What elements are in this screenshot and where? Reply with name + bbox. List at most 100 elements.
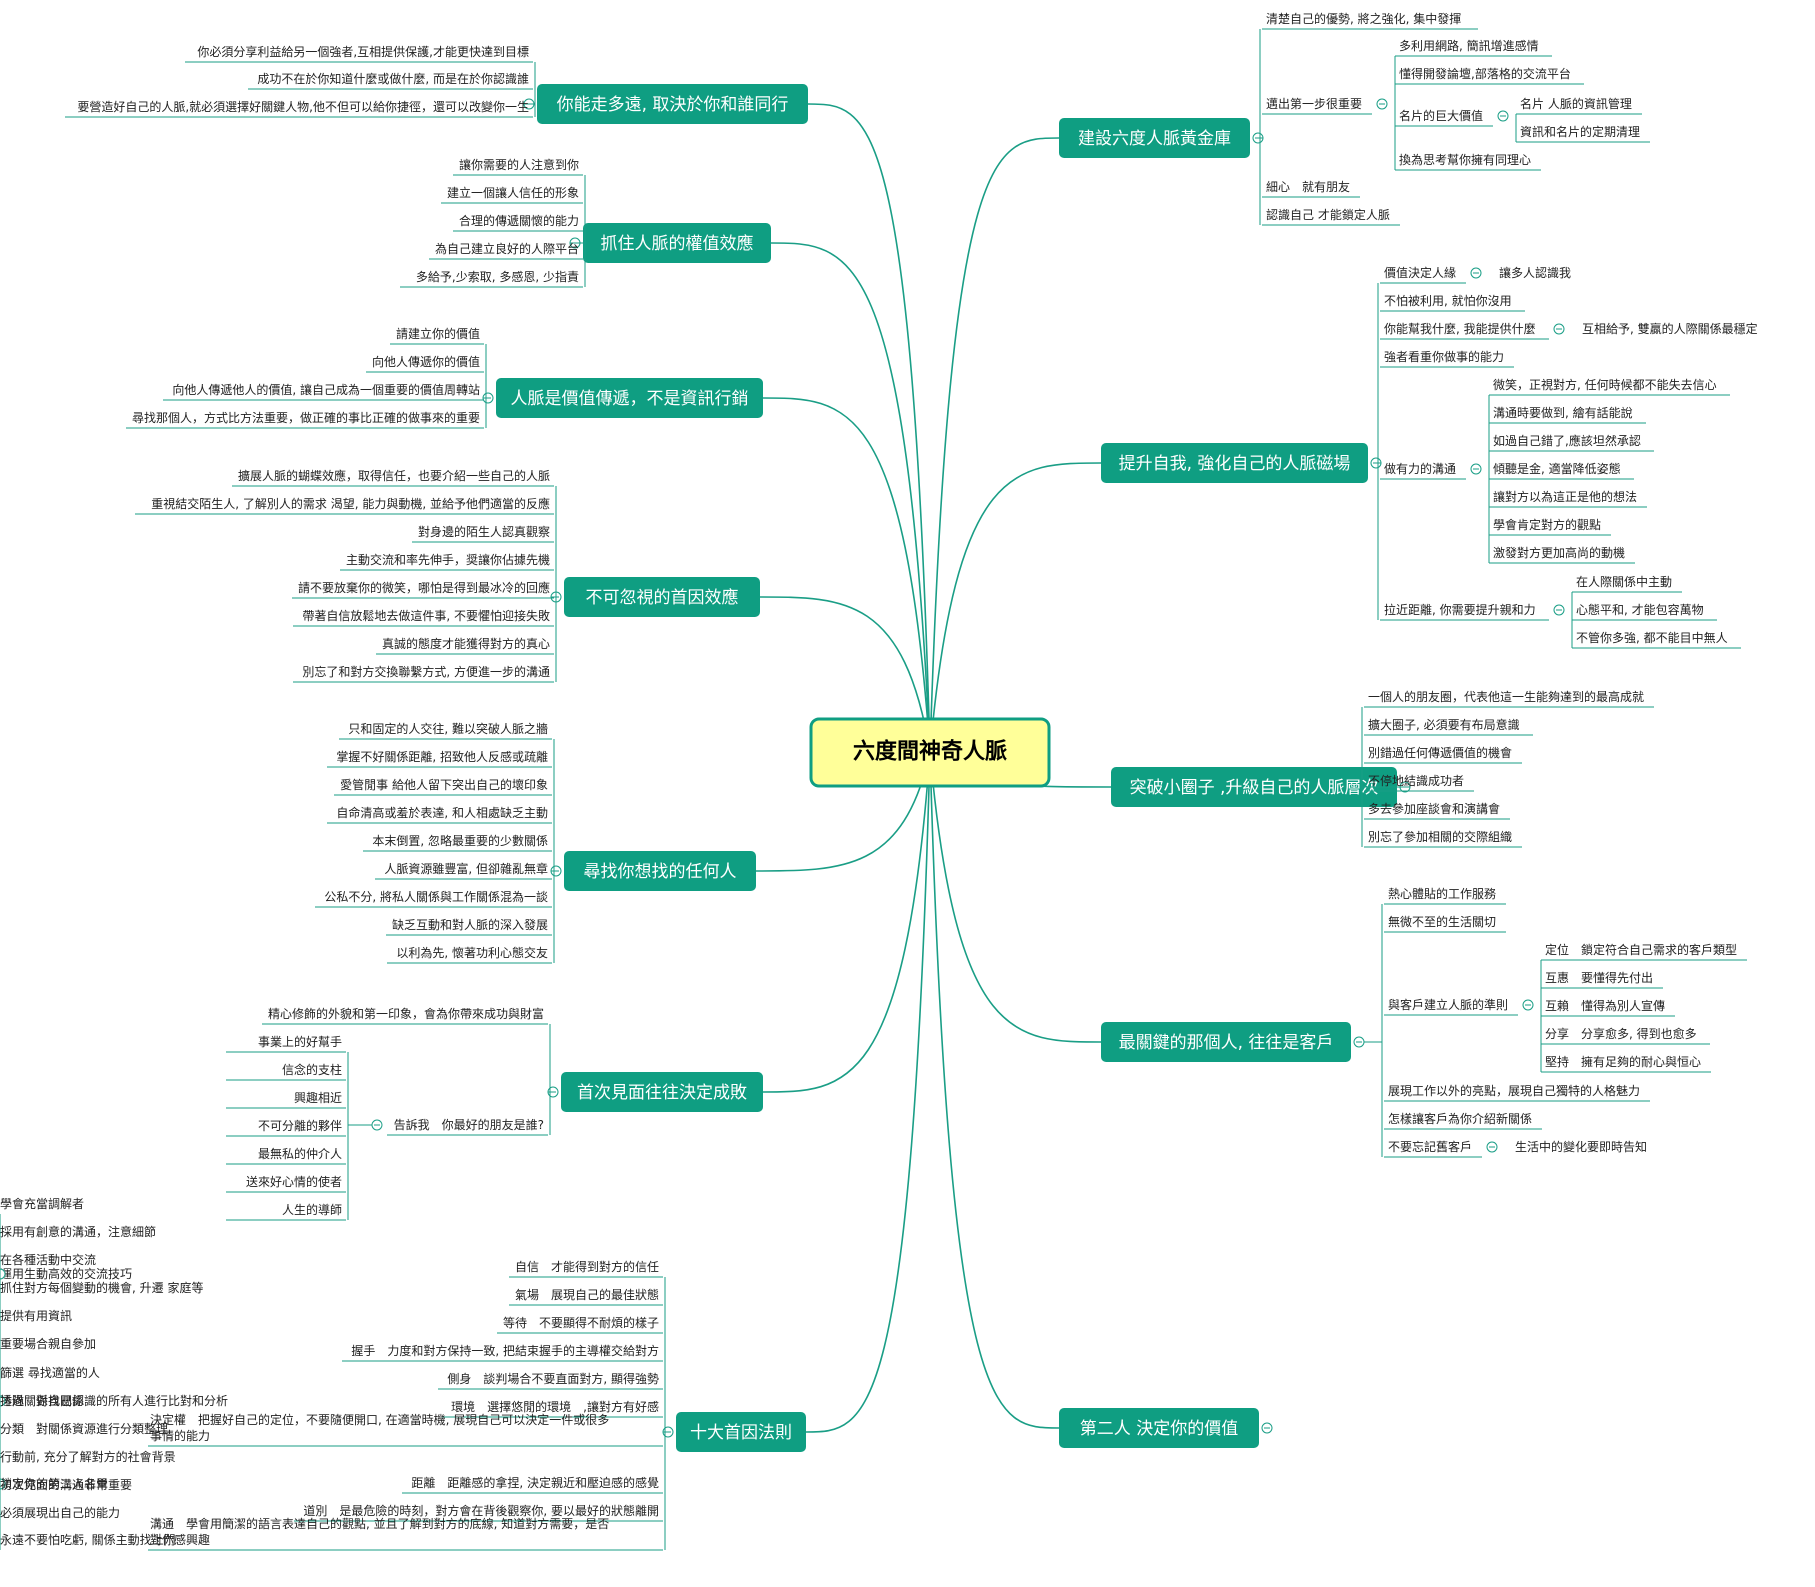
leaf-item[interactable]: 別忘了和對方交換聯繫方式, 方便進一步的溝通: [302, 664, 550, 679]
sub-leaf-item[interactable]: 互相給予, 雙贏的人際關係最穩定: [1582, 321, 1758, 336]
leaf-item[interactable]: 如過自己錯了,應該坦然承認: [1493, 433, 1641, 448]
leaf-item[interactable]: 請建立你的價值: [396, 326, 480, 341]
leaf-item[interactable]: 合理的傳遞關懷的能力: [459, 213, 579, 228]
leaf-item[interactable]: 在各種活動中交流: [0, 1252, 96, 1267]
branch-topic-box[interactable]: [537, 84, 808, 124]
branch-topic-box[interactable]: [1059, 1408, 1259, 1448]
branch-topic-box[interactable]: [1111, 767, 1397, 807]
leaf-item[interactable]: 別錯過任何傳遞價值的機會: [1368, 745, 1512, 760]
leaf-item[interactable]: 懂得開發論壇,部落格的交流平台: [1399, 66, 1571, 81]
leaf-item[interactable]: 定位 鎖定符合自己需求的客戶類型: [1545, 942, 1737, 957]
leaf-item[interactable]: 初次見面的溝通非常重要: [0, 1477, 132, 1492]
leaf-item[interactable]: 排隊 對自己認識的所有人進行比對和分析: [0, 1393, 228, 1408]
leaf-item[interactable]: 學會肯定對方的觀點: [1493, 517, 1601, 532]
leaf-item[interactable]: 採用有創意的溝通，注意細節: [0, 1224, 156, 1239]
leaf-item[interactable]: 認識自己 才能鎖定人脈: [1266, 207, 1390, 222]
leaf-item[interactable]: 換為思考幫你擁有同理心: [1399, 152, 1531, 167]
branch-topic-box[interactable]: [676, 1412, 806, 1452]
leaf-item[interactable]: 帶著自信放鬆地去做這件事, 不要懼怕迎接失敗: [302, 608, 550, 623]
branch-topic-box[interactable]: [561, 1072, 763, 1112]
leaf-item[interactable]: 分享 分享愈多, 得到也愈多: [1545, 1026, 1697, 1041]
leaf-item[interactable]: 不管你多強, 都不能目中無人: [1576, 630, 1728, 645]
leaf-item[interactable]: 與客戶建立人脈的準則: [1388, 997, 1508, 1012]
leaf-item[interactable]: 送來好心情的使者: [246, 1174, 342, 1189]
leaf-item[interactable]: 邁出第一步很重要: [1266, 97, 1362, 111]
leaf-item[interactable]: 重視結交陌生人, 了解別人的需求 渴望, 能力與動機, 並給予他們適當的反應: [151, 496, 550, 511]
leaf-item[interactable]: 事業上的好幫手: [258, 1034, 342, 1049]
collapse-toggle[interactable]: [0, 1395, 6, 1407]
leaf-item[interactable]: 細心 就有朋友: [1266, 180, 1350, 194]
leaf-item[interactable]: 堅持 擁有足夠的耐心與恒心: [1545, 1054, 1701, 1069]
branch-topic-box[interactable]: [583, 223, 771, 263]
leaf-item[interactable]: 熱心體貼的工作服務: [1388, 886, 1496, 901]
leaf-item[interactable]: 只和固定的人交往, 難以突破人脈之牆: [348, 721, 548, 736]
leaf-item[interactable]: 價值決定人緣: [1384, 265, 1456, 280]
central-topic[interactable]: 六度間神奇人脈: [809, 717, 1051, 788]
branch-topic-box[interactable]: [496, 378, 763, 418]
leaf-item[interactable]: 必須展現出自己的能力: [0, 1505, 120, 1520]
leaf-item-line1[interactable]: 溝通 學會用簡潔的語言表達自己的觀點, 並且了解到對方的底線, 知道對方需要，是…: [150, 1516, 609, 1531]
leaf-item[interactable]: 主動交流和率先伸手，奨讓你佔據先機: [346, 552, 550, 567]
leaf-item[interactable]: 本末倒置, 忽略最重要的少數關係: [372, 833, 548, 848]
leaf-item[interactable]: 傾聽是金, 適當降低姿態: [1493, 461, 1621, 476]
leaf-item[interactable]: 行動前, 充分了解對方的社會背景: [0, 1449, 176, 1464]
leaf-item[interactable]: 多給予,少索取, 多感恩, 少指責: [416, 269, 579, 284]
collapse-toggle[interactable]: [0, 1268, 6, 1280]
leaf-item[interactable]: 請不要放棄你的微笑，哪怕是得到最冰冷的回應: [298, 580, 550, 595]
leaf-item[interactable]: 不停地結識成功者: [1368, 773, 1464, 788]
leaf-item[interactable]: 拉近距離, 你需要提升親和力: [1384, 602, 1536, 617]
leaf-item[interactable]: 真誠的態度才能獲得對方的真心: [382, 636, 550, 651]
leaf-item[interactable]: 掌握不好關係距離, 招致他人反感或疏離: [336, 749, 548, 764]
leaf-item[interactable]: 心態平和, 才能包容萬物: [1576, 602, 1704, 617]
leaf-item[interactable]: 展現工作以外的亮點，展現自己獨特的人格魅力: [1388, 1083, 1640, 1098]
leaf-item[interactable]: 透過關係找關係: [0, 1394, 84, 1408]
leaf-item[interactable]: 氣場 展現自己的最佳狀態: [515, 1287, 659, 1302]
leaf-item[interactable]: 建立一個讓人信任的形象: [447, 185, 579, 200]
leaf-item[interactable]: 無微不至的生活關切: [1388, 914, 1496, 929]
leaf-item[interactable]: 道別 是最危險的時刻，對方會在背後觀察你, 要以最好的狀態離開: [303, 1503, 659, 1518]
leaf-item[interactable]: 擴展人脈的蝴蝶效應，取得信任，也要介紹一些自己的人脈: [238, 468, 550, 483]
sub-leaf-item[interactable]: 生活中的變化要即時告知: [1515, 1139, 1647, 1154]
leaf-item[interactable]: 向他人傳遞你的價值: [372, 354, 480, 369]
leaf-item[interactable]: 激發對方更加高尚的動機: [1493, 545, 1625, 560]
collapse-toggle[interactable]: [0, 1478, 6, 1490]
leaf-item[interactable]: 最無私的仲介人: [258, 1146, 342, 1161]
leaf-item[interactable]: 名片的巨大價值: [1399, 108, 1483, 123]
leaf-item[interactable]: 成功不在於你知道什麼或做什麼, 而是在於你認識誰: [257, 71, 529, 86]
leaf-item[interactable]: 等待 不要顯得不耐煩的樣子: [503, 1315, 659, 1330]
leaf-item[interactable]: 興趣相近: [294, 1090, 342, 1105]
leaf-item[interactable]: 向他人傳遞他人的價值, 讓自己成為一個重要的價值周轉站: [172, 382, 480, 397]
leaf-item[interactable]: 你必須分享利益給另一個強者,互相提供保護,才能更快達到目標: [197, 44, 529, 59]
leaf-item[interactable]: 名片 人脈的資訊管理: [1520, 96, 1632, 111]
leaf-item[interactable]: 怎樣讓客戶為你介紹新關係: [1388, 1111, 1532, 1126]
leaf-item[interactable]: 握手 力度和對方保持一致, 把結束握手的主導權交給對方: [351, 1343, 659, 1358]
leaf-item[interactable]: 信念的支柱: [282, 1062, 342, 1077]
leaf-item[interactable]: 精心修飾的外貌和第一印象，會為你帶來成功與財富: [268, 1006, 544, 1021]
leaf-item[interactable]: 學會充當調解者: [0, 1196, 84, 1211]
leaf-item[interactable]: 分類 對關係資源進行分類整理: [0, 1421, 168, 1436]
leaf-item[interactable]: 別忘了參加相關的交際組織: [1368, 829, 1512, 844]
leaf-item[interactable]: 公私不分, 將私人關係與工作關係混為一談: [324, 889, 548, 904]
leaf-item[interactable]: 告訴我 你最好的朋友是誰?: [394, 1117, 544, 1132]
leaf-item[interactable]: 互賴 懂得為別人宣傳: [1545, 998, 1665, 1013]
leaf-item[interactable]: 抓住對方每個變動的機會, 升遷 家庭等: [0, 1280, 203, 1295]
sub-leaf-item[interactable]: 讓多人認識我: [1499, 265, 1571, 280]
central-topic-box[interactable]: [809, 717, 1051, 788]
leaf-item[interactable]: 要營造好自己的人脈,就必須選擇好關鍵人物,他不但可以給你捷徑，還可以改變你一生: [77, 99, 529, 114]
leaf-item[interactable]: 溝通時要做到, 繪有話能說: [1493, 405, 1633, 420]
leaf-item[interactable]: 讓你需要的人注意到你: [459, 157, 579, 172]
leaf-item[interactable]: 愛管閒事 給他人留下突出自己的壞印象: [340, 777, 548, 792]
leaf-item[interactable]: 擴大圈子, 必須要有布局意識: [1368, 717, 1520, 732]
leaf-item[interactable]: 多利用網路, 簡訊增進感情: [1399, 38, 1539, 53]
leaf-item[interactable]: 側身 談判場合不要直面對方, 顯得強勢: [447, 1371, 659, 1386]
leaf-item[interactable]: 不怕被利用, 就怕你沒用: [1384, 293, 1512, 308]
leaf-item[interactable]: 距離 距離感的拿捏, 決定親近和壓迫感的感覺: [411, 1475, 659, 1490]
leaf-item[interactable]: 互惠 要懂得先付出: [1545, 970, 1653, 985]
leaf-item[interactable]: 缺乏互動和對人脈的深入發展: [392, 917, 548, 932]
leaf-item[interactable]: 微笑，正視對方, 任何時候都不能失去信心: [1493, 377, 1717, 392]
branch-topic-box[interactable]: [1101, 1022, 1351, 1062]
branch-topic-box[interactable]: [1101, 443, 1368, 483]
leaf-item[interactable]: 人脈資源雖豐富, 但卻雜亂無章: [384, 861, 548, 876]
branch-topic-box[interactable]: [564, 851, 756, 891]
leaf-item[interactable]: 自信 才能得到對方的信任: [515, 1259, 659, 1274]
